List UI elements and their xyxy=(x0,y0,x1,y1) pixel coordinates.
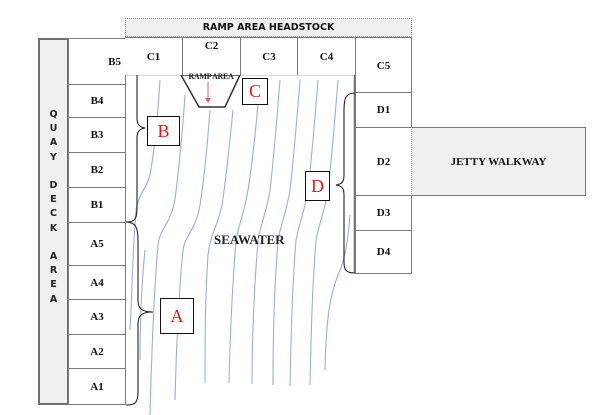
quay-deck-letter: Y xyxy=(50,151,57,163)
water-line xyxy=(272,79,301,386)
quay-deck-letter: A xyxy=(49,251,58,263)
jetty-walkway[interactable]: JETTY WALKWAY xyxy=(412,127,586,196)
quay-deck-letter xyxy=(40,165,67,179)
berth-b3[interactable]: B3 xyxy=(68,117,126,153)
berth-label: C4 xyxy=(319,50,334,63)
berth-label: A4 xyxy=(90,276,104,289)
water-lines xyxy=(129,79,351,415)
water-line xyxy=(228,79,261,384)
berth-b4[interactable]: B4 xyxy=(68,84,126,118)
berth-a2[interactable]: A2 xyxy=(68,334,126,369)
ramp-area-shape xyxy=(179,74,242,108)
berth-b1[interactable]: B1 xyxy=(68,187,126,223)
quay-deck-letter: A xyxy=(49,293,58,305)
berth-label: C5 xyxy=(376,60,391,72)
quay-deck-letter: E xyxy=(50,279,57,291)
berth-a5[interactable]: A5 xyxy=(68,222,126,266)
berth-a1[interactable]: A1 xyxy=(68,368,126,405)
berth-label: C1 xyxy=(146,50,161,63)
berth-b5[interactable]: B5 xyxy=(68,38,126,85)
water-line xyxy=(204,109,234,384)
berth-label: D4 xyxy=(376,246,391,258)
quay-deck-letter: E xyxy=(50,194,57,206)
zone-label-c[interactable]: C xyxy=(242,78,268,105)
zone-label-d[interactable]: D xyxy=(305,171,330,201)
quay-deck-letter: A xyxy=(49,137,58,149)
headstock-label: RAMP AREA HEADSTOCK xyxy=(202,22,335,33)
berth-label: B1 xyxy=(90,199,104,211)
quay-deck-letter: U xyxy=(49,123,58,135)
berth-label: C3 xyxy=(262,50,276,63)
berth-label: D2 xyxy=(376,155,391,168)
quay-deck-letter: D xyxy=(49,180,58,192)
berth-label: C2 xyxy=(204,40,219,52)
quay-deck-letter: K xyxy=(49,222,58,234)
brace-a xyxy=(125,221,154,406)
water-line xyxy=(289,79,319,387)
berth-c3[interactable]: C3 xyxy=(240,37,298,75)
berth-a3[interactable]: A3 xyxy=(68,299,126,335)
berth-label: A5 xyxy=(90,238,104,250)
ramp-arrowhead-icon xyxy=(205,98,211,103)
berth-d1[interactable]: D1 xyxy=(355,92,412,128)
berth-d3[interactable]: D3 xyxy=(355,195,412,231)
berth-b2[interactable]: B2 xyxy=(68,152,126,188)
quay-deck-letter: Q xyxy=(49,109,58,120)
water-line xyxy=(149,94,186,415)
berth-c2[interactable]: C2 xyxy=(182,37,241,75)
water-line xyxy=(324,214,351,371)
ramp-area-label: RAMP AREA xyxy=(188,72,234,81)
quay-deck-letter: C xyxy=(50,208,57,220)
berth-d4[interactable]: D4 xyxy=(355,230,412,274)
berth-label: A2 xyxy=(90,345,104,358)
quay-deck-letter: R xyxy=(49,265,58,277)
water-line xyxy=(251,79,281,385)
berth-label: A3 xyxy=(90,311,104,323)
berth-c1[interactable]: C1 xyxy=(125,37,183,75)
zone-label-a[interactable]: A xyxy=(160,298,194,334)
brace-d xyxy=(335,92,356,274)
berth-c4[interactable]: C4 xyxy=(297,37,356,75)
zone-label-b[interactable]: B xyxy=(147,116,180,146)
water-line xyxy=(174,109,211,401)
berth-label: B3 xyxy=(90,129,104,141)
berth-label: B2 xyxy=(90,164,104,176)
jetty-walkway-label: JETTY WALKWAY xyxy=(450,155,547,168)
berth-label: D1 xyxy=(376,104,391,116)
berth-a4[interactable]: A4 xyxy=(68,265,126,300)
quay-deck-letter xyxy=(40,236,67,250)
berth-label: B5 xyxy=(108,55,121,68)
ramp-area-headstock: RAMP AREA HEADSTOCK xyxy=(125,18,412,37)
berth-label: B4 xyxy=(90,95,104,107)
berth-label: A1 xyxy=(90,380,104,393)
berth-c5[interactable]: C5 xyxy=(355,37,412,93)
berth-label: D3 xyxy=(376,207,391,219)
water-line xyxy=(139,249,146,361)
berth-d2[interactable]: D2 xyxy=(355,127,412,196)
water-line xyxy=(309,79,339,386)
seawater-label: SEAWATER xyxy=(214,232,285,247)
